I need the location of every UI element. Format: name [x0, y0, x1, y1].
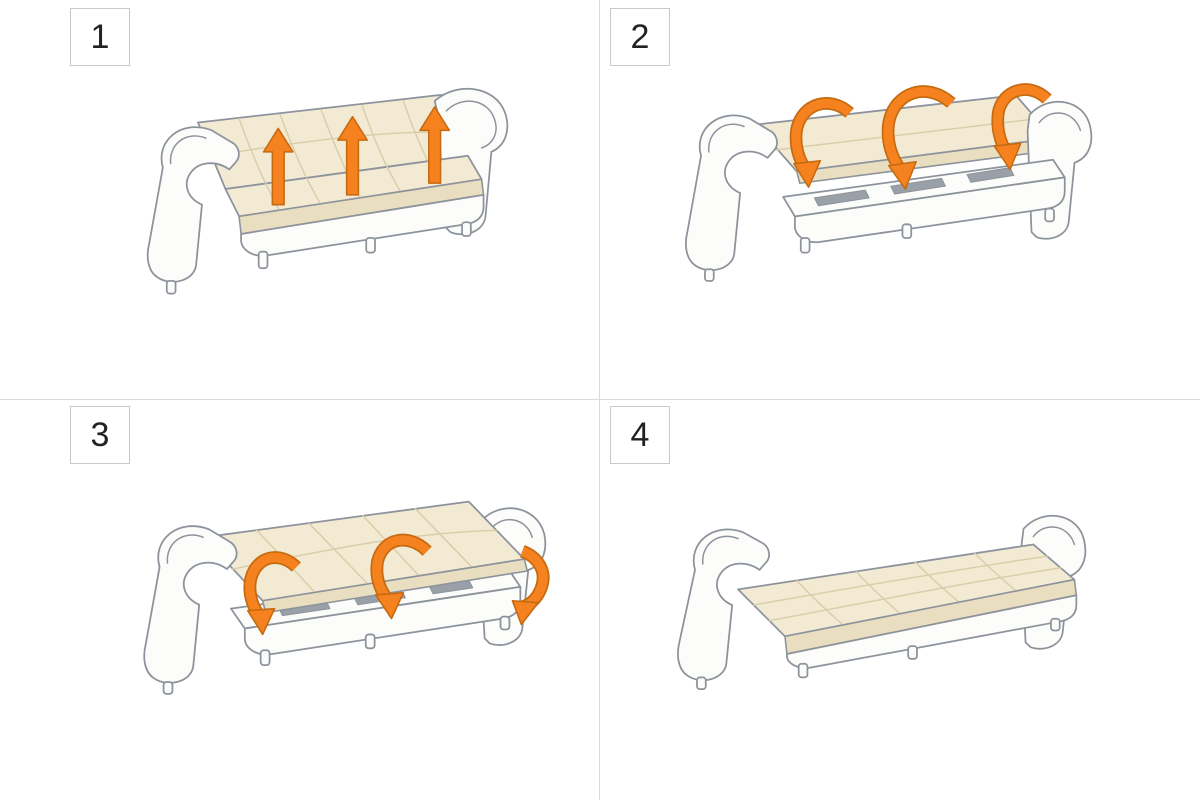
rotate-forward-arrow-icon [511, 545, 550, 626]
fold-down-arrows [789, 83, 1052, 190]
bed-base [696, 594, 1078, 691]
step-number-1: 1 [70, 8, 130, 66]
sofa-foot [797, 662, 809, 679]
sofa-foot [365, 237, 376, 254]
sofa-foot [907, 645, 918, 660]
bed-mattress [737, 543, 1078, 655]
storage-frame [782, 158, 1066, 244]
sofa-left-arm [146, 126, 240, 295]
step-number-3: 3 [70, 406, 130, 464]
sofa-left-arm [685, 114, 778, 271]
sofa-feet [704, 207, 1055, 282]
sofa-foot [696, 676, 707, 691]
unfold-arrows [243, 533, 550, 636]
panel-step-1: 1 [0, 0, 600, 400]
step-number-4: 4 [610, 406, 670, 464]
sofa-left-arm [677, 528, 770, 682]
rotate-down-arrow-icon [789, 97, 854, 188]
up-arrow-icon [262, 127, 294, 206]
frame-slot [890, 177, 946, 195]
sofa-left-arm [143, 525, 238, 684]
sofa-foot [364, 633, 376, 650]
sofa-base [240, 194, 485, 270]
up-arrow-icon [337, 115, 368, 196]
rotate-down-arrow-icon [881, 85, 956, 190]
up-arrow-icon [419, 106, 451, 184]
step-number-2: 2 [610, 8, 670, 66]
rotate-forward-arrow-icon [243, 551, 301, 636]
lift-up-arrows [262, 106, 451, 206]
sofa-foot [901, 223, 913, 239]
sofa-foot [461, 221, 472, 237]
sofa-step-1-illustration [146, 87, 509, 295]
sofa-foot [704, 268, 715, 282]
rotate-down-arrow-icon [991, 83, 1052, 171]
sofa-step-3-illustration [143, 500, 550, 695]
frame-slot [813, 189, 870, 207]
panel-step-3: 3 [0, 400, 600, 800]
sofa-step-4-illustration [677, 514, 1087, 691]
frame-slot [966, 167, 1015, 183]
panel-step-4: 4 [600, 400, 1200, 800]
sofa-foot [1044, 207, 1055, 223]
sofa-foot [499, 615, 511, 631]
panel-step-2: 2 [600, 0, 1200, 400]
sofa-foot [257, 250, 269, 270]
sofa-step-2-illustration [685, 83, 1093, 282]
sofa-foot [259, 649, 271, 667]
sofa-foot [1050, 617, 1061, 632]
rotate-forward-arrow-icon [370, 533, 432, 620]
sofa-foot [162, 681, 174, 695]
sofa-foot [799, 237, 811, 254]
sofa-feet [162, 615, 511, 695]
sofa-foot [165, 280, 177, 295]
